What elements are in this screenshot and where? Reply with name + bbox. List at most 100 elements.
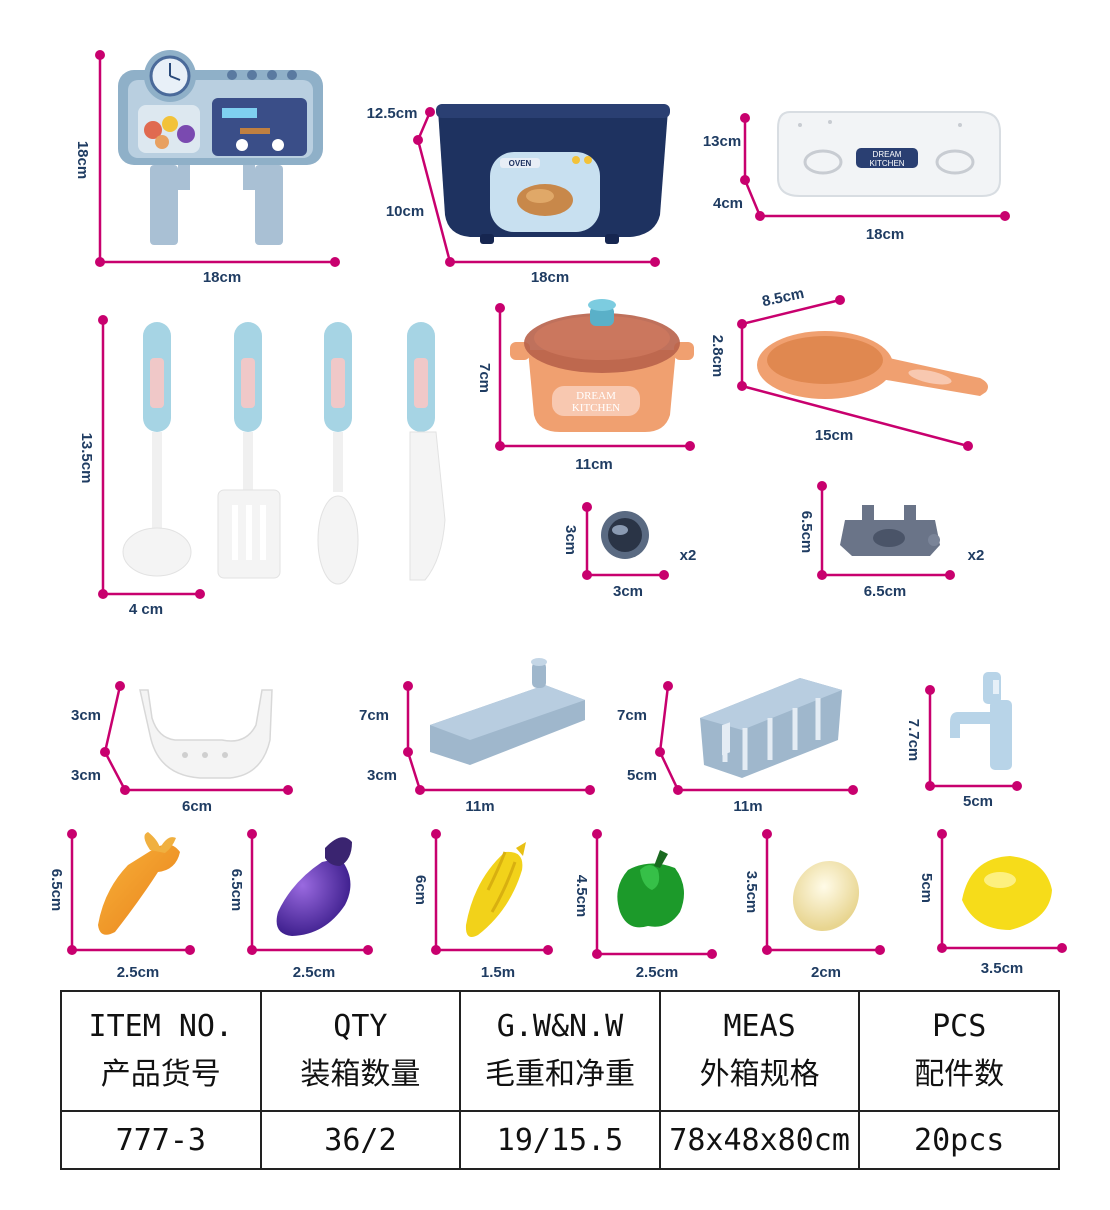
product-dimension-sheet: 18cm 18cm OVEN 12.5cm 10cm 18cm DREAM KI… [48, 50, 1067, 981]
spec-header-zh: 外箱规格 [699, 1057, 820, 1092]
spec-value-weight: 19/15.5 [459, 1110, 661, 1170]
spec-header-en: ITEM NO. [88, 1009, 234, 1044]
basket-height-label: 7cm [617, 707, 647, 724]
rack-height-label: 3cm [71, 707, 101, 724]
faucet-width-label: 5cm [963, 793, 993, 810]
spec-header-row: ITEM NO. 产品货号 QTY 装箱数量 G.W&N.W 毛重和净重 MEA… [60, 990, 1060, 1112]
spec-header-zh: 产品货号 [100, 1057, 221, 1092]
pepper-dimension-lines [592, 829, 717, 959]
eggplant-height-label: 6.5cm [228, 869, 245, 912]
basket-width-label: 11m [733, 798, 762, 815]
oven-depth-label: 12.5cm [367, 105, 418, 122]
utensil-width-label: 4 cm [129, 601, 163, 618]
spec-header-zh: 毛重和净重 [484, 1057, 635, 1092]
burner-height-label: 6.5cm [798, 511, 815, 554]
pot-brand-line2: KITCHEN [572, 402, 620, 414]
counter-top-toy: DREAM KITCHEN [777, 111, 1001, 197]
corn-dimension-lines [431, 829, 553, 955]
oven-label: OVEN [509, 159, 532, 168]
pan-width-label: 15cm [815, 427, 853, 444]
knob-toy [601, 511, 649, 559]
counter-width-label: 18cm [866, 226, 904, 243]
sink-dimension-lines [403, 681, 595, 795]
stove-height-label: 18cm [74, 141, 91, 179]
basket-toy [700, 678, 842, 778]
spec-value-qty: 36/2 [259, 1110, 462, 1170]
oven-toy: OVEN [436, 104, 670, 244]
lemon-dimension-lines [937, 829, 1067, 953]
corn-width-label: 1.5m [481, 964, 515, 981]
counter-brand-line2: KITCHEN [869, 159, 904, 168]
sink-depth-label: 3cm [367, 767, 397, 784]
spec-header-zh: 配件数 [914, 1057, 1005, 1092]
burner-width-label: 6.5cm [864, 583, 907, 600]
utensil-dimension-lines [98, 315, 205, 599]
spec-header-en: PCS [932, 1009, 987, 1044]
rack-width-label: 6cm [182, 798, 212, 815]
egg-toy [792, 860, 860, 932]
pot-brand-line1: DREAM [576, 390, 616, 402]
counter-height-label: 4cm [713, 195, 743, 212]
pot-toy: DREAM KITCHEN [510, 299, 694, 432]
spec-value-item-no: 777-3 [60, 1110, 262, 1170]
spec-header-en: MEAS [723, 1009, 796, 1044]
egg-width-label: 2cm [811, 964, 841, 981]
sink-tray-toy [430, 658, 585, 765]
egg-dimension-lines [762, 829, 885, 955]
sink-width-label: 11m [465, 798, 494, 815]
pepper-height-label: 4.5cm [573, 875, 590, 918]
burner-quantity-label: x2 [968, 547, 985, 564]
knob-quantity-label: x2 [680, 547, 697, 564]
ladle-toy [122, 322, 192, 577]
rack-dimension-lines [100, 681, 293, 795]
pan-height-label: 2.8cm [709, 335, 726, 378]
egg-height-label: 3.5cm [743, 871, 760, 914]
lemon-width-label: 3.5cm [981, 960, 1024, 977]
frying-pan-toy [757, 331, 988, 399]
faucet-height-label: 7.7cm [905, 719, 922, 762]
corn-toy [465, 842, 526, 938]
oven-height-label: 10cm [386, 203, 424, 220]
stove-dimension-lines [95, 50, 340, 267]
carrot-toy [98, 832, 180, 935]
oven-width-label: 18cm [531, 269, 569, 286]
spec-header-weight: G.W&N.W 毛重和净重 [459, 990, 661, 1112]
utensil-set-toy [122, 322, 446, 585]
knob-height-label: 3cm [562, 525, 579, 555]
spec-header-zh: 装箱数量 [300, 1057, 421, 1092]
spec-value-row: 777-3 36/2 19/15.5 78x48x80cm 20pcs [60, 1110, 1060, 1170]
bell-pepper-toy [617, 850, 684, 928]
faucet-toy [950, 672, 1012, 770]
spec-table: ITEM NO. 产品货号 QTY 装箱数量 G.W&N.W 毛重和净重 MEA… [60, 990, 1060, 1170]
counter-depth-label: 13cm [703, 133, 741, 150]
dish-rack-toy [139, 689, 273, 779]
burner-grate-toy [840, 505, 940, 556]
sink-height-label: 7cm [359, 707, 389, 724]
pot-height-label: 7cm [476, 363, 493, 393]
eggplant-width-label: 2.5cm [293, 964, 336, 981]
knob-width-label: 3cm [613, 583, 643, 600]
spatula-toy [217, 322, 281, 579]
eggplant-dimension-lines [247, 829, 373, 955]
basket-depth-label: 5cm [627, 767, 657, 784]
spec-value-pcs: 20pcs [858, 1110, 1060, 1170]
spec-header-pcs: PCS 配件数 [858, 990, 1060, 1112]
corn-height-label: 6cm [412, 875, 429, 905]
spec-header-meas: MEAS 外箱规格 [658, 990, 861, 1112]
pan-dimension-lines [737, 295, 973, 451]
utensil-height-label: 13.5cm [78, 433, 95, 484]
basket-dimension-lines [655, 681, 858, 795]
pepper-width-label: 2.5cm [636, 964, 679, 981]
knob-dimension-lines [582, 502, 669, 580]
carrot-width-label: 2.5cm [117, 964, 160, 981]
counter-dimension-lines [740, 113, 1010, 221]
counter-brand-line1: DREAM [873, 150, 902, 159]
pot-width-label: 11cm [575, 456, 613, 473]
lemon-height-label: 5cm [918, 873, 935, 903]
spec-header-qty: QTY 装箱数量 [259, 990, 462, 1112]
oven-dimension-lines [413, 107, 660, 267]
burner-dimension-lines [817, 481, 955, 580]
spec-header-item-no: ITEM NO. 产品货号 [60, 990, 262, 1112]
slotted-spoon-toy [317, 322, 359, 585]
knife-toy [407, 322, 446, 581]
